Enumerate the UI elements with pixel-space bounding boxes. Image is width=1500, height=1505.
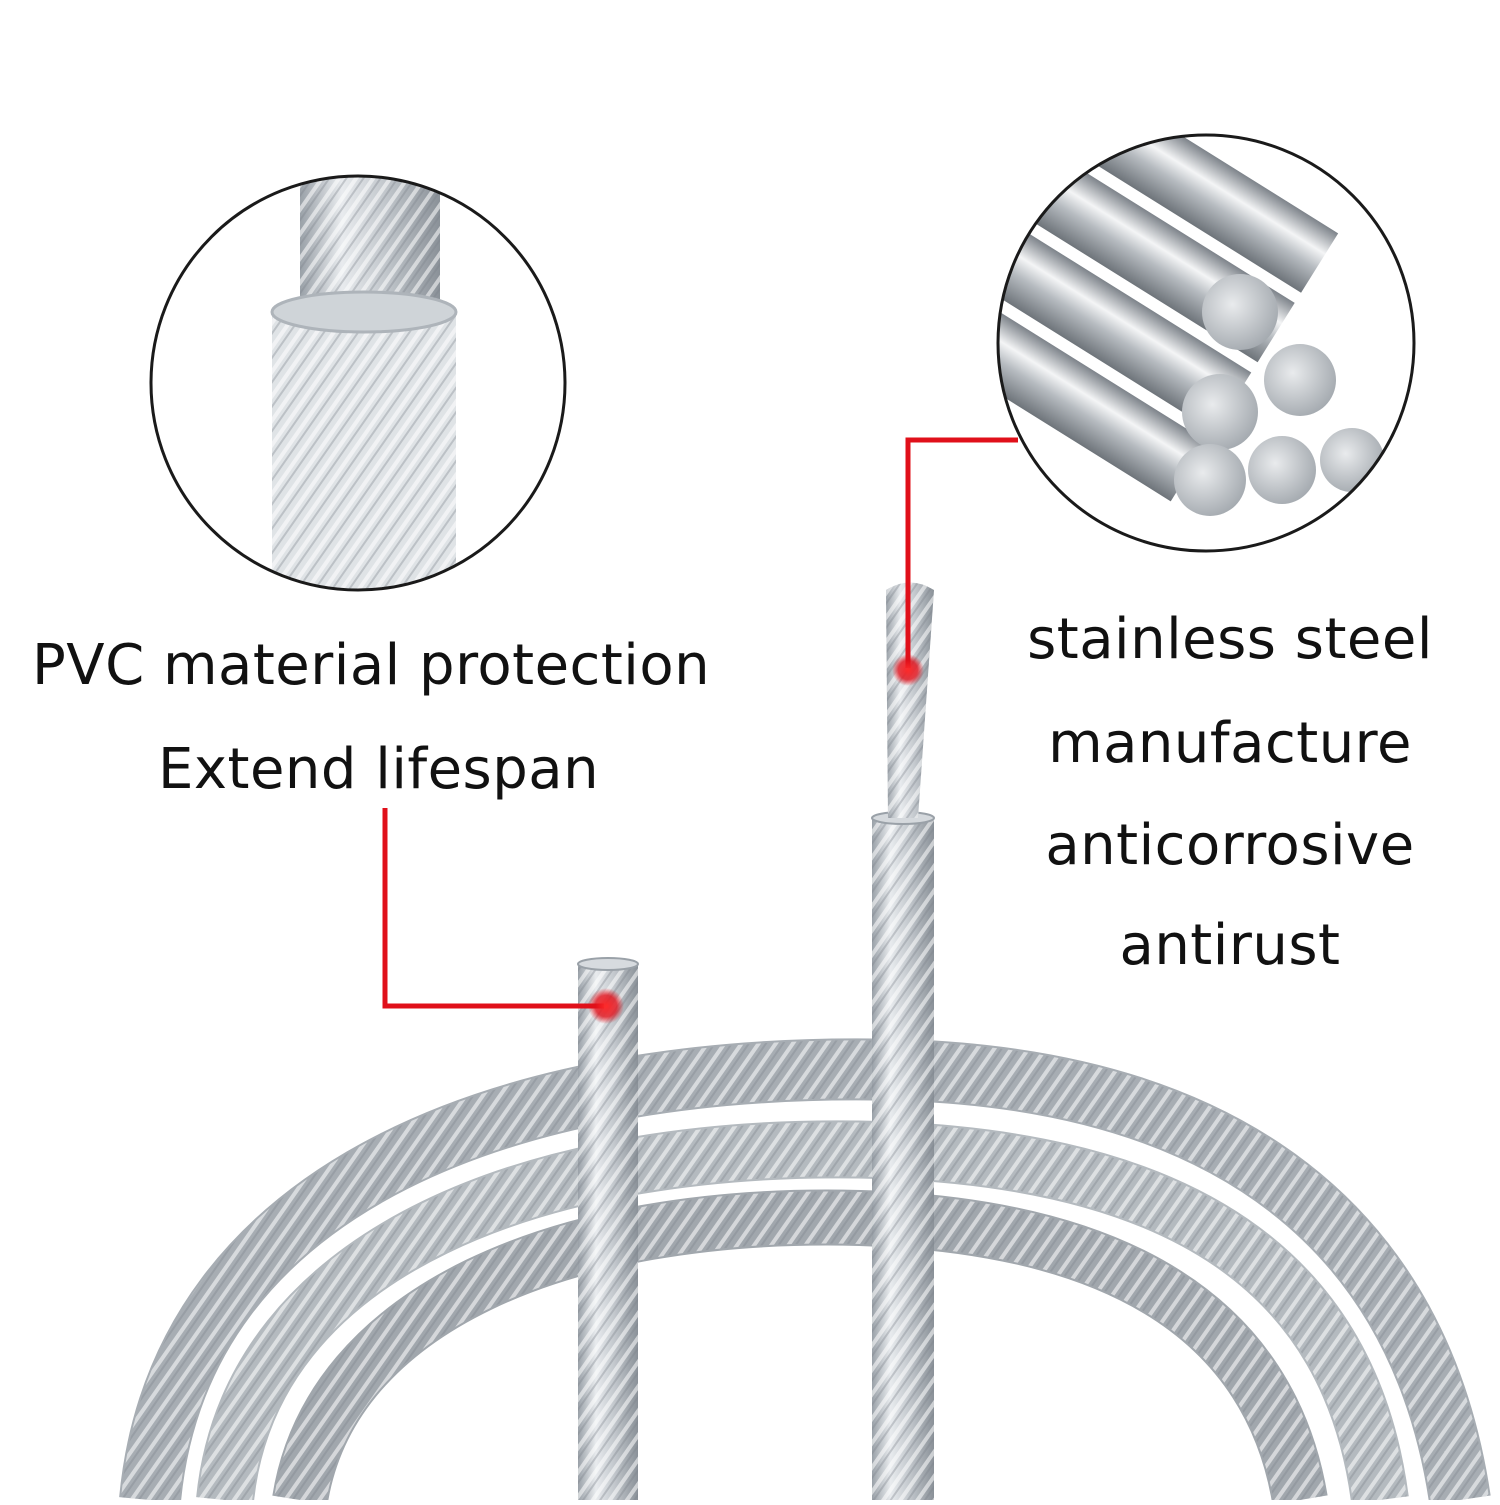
steel-caption-line1: stainless steel bbox=[1027, 607, 1433, 672]
callout-lines bbox=[382, 437, 1018, 1009]
left-callout-line bbox=[382, 808, 604, 1009]
steel-caption-line4: antirust bbox=[1119, 913, 1341, 978]
steel-caption-line3: anticorrosive bbox=[1045, 813, 1415, 878]
pvc-caption-line1: PVC material protection bbox=[32, 633, 711, 698]
pvc-caption-line2: Extend lifespan bbox=[158, 737, 600, 802]
left-callout-dot bbox=[588, 988, 624, 1024]
steel-rods-circle bbox=[996, 133, 1416, 553]
pvc-detail-circle bbox=[149, 174, 567, 592]
short-cable bbox=[577, 957, 639, 1500]
steel-caption-line2: manufacture bbox=[1048, 711, 1412, 776]
tall-cable bbox=[871, 582, 935, 1500]
cable-coil bbox=[119, 1038, 1491, 1505]
right-callout-dot bbox=[892, 654, 924, 686]
right-callout-line bbox=[905, 437, 1018, 668]
